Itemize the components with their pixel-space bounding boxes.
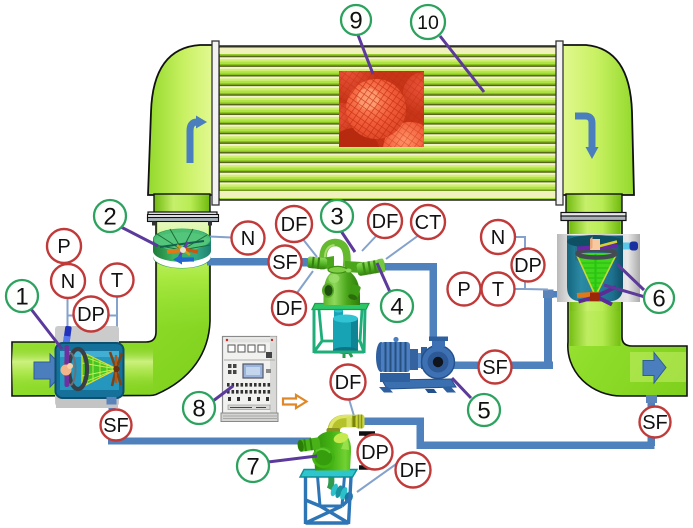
svg-text:DF: DF: [372, 211, 399, 233]
svg-text:7: 7: [246, 454, 259, 481]
svg-text:9: 9: [349, 8, 362, 35]
svg-text:SF: SF: [103, 415, 129, 437]
svg-text:1: 1: [15, 284, 28, 311]
svg-text:T: T: [492, 279, 504, 301]
svg-text:DF: DF: [335, 372, 362, 394]
svg-text:T: T: [111, 270, 123, 292]
svg-text:SF: SF: [482, 357, 508, 379]
svg-text:CT: CT: [415, 212, 442, 234]
svg-text:N: N: [61, 271, 75, 293]
svg-text:4: 4: [390, 294, 403, 321]
svg-text:DP: DP: [77, 304, 105, 326]
svg-text:DP: DP: [361, 442, 389, 464]
svg-text:DF: DF: [400, 460, 427, 482]
svg-text:5: 5: [477, 398, 490, 425]
svg-text:10: 10: [417, 12, 439, 34]
svg-text:P: P: [57, 236, 70, 258]
svg-text:6: 6: [652, 286, 665, 313]
svg-text:8: 8: [192, 396, 205, 423]
svg-text:DF: DF: [281, 214, 308, 236]
svg-text:DP: DP: [514, 255, 542, 277]
svg-text:P: P: [457, 279, 470, 301]
svg-text:SF: SF: [642, 412, 668, 434]
svg-text:2: 2: [103, 204, 116, 231]
svg-text:N: N: [491, 227, 505, 249]
svg-text:SF: SF: [272, 252, 298, 274]
svg-text:N: N: [241, 228, 255, 250]
svg-text:3: 3: [330, 204, 343, 231]
svg-text:DF: DF: [276, 298, 303, 320]
